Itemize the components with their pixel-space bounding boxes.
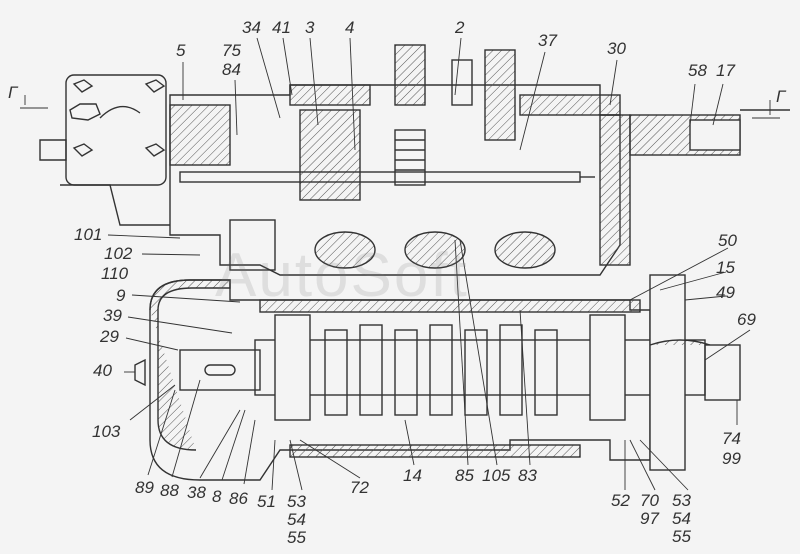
callout-41: 41 (272, 18, 291, 37)
callout-50: 50 (718, 231, 737, 250)
callout-38: 38 (187, 483, 206, 502)
section-marker-right: Г (776, 87, 786, 106)
callout-30: 30 (607, 39, 626, 58)
callout-97: 97 (640, 509, 659, 528)
callout-88: 88 (160, 481, 179, 500)
callout-74: 74 (722, 429, 741, 448)
callout-70: 70 (640, 491, 659, 510)
callout-86: 86 (229, 489, 248, 508)
callout-29: 29 (100, 327, 119, 346)
callout-84: 84 (222, 60, 241, 79)
callout-85: 85 (455, 466, 474, 485)
callout-5: 5 (176, 41, 186, 60)
callout-37: 37 (538, 31, 557, 50)
callout-75: 75 (222, 41, 241, 60)
callout-101: 101 (74, 225, 103, 244)
callout-4: 4 (345, 18, 355, 37)
callout-39: 39 (103, 306, 122, 325)
callout-49: 49 (716, 283, 735, 302)
callout-89: 89 (135, 478, 154, 497)
callout-8: 8 (212, 487, 222, 506)
callout-103: 103 (92, 422, 121, 441)
callout-54-right: 54 (672, 509, 691, 528)
callout-105: 105 (482, 466, 511, 485)
callout-102: 102 (104, 244, 133, 263)
callout-58: 58 (688, 61, 707, 80)
callout-17: 17 (716, 61, 735, 80)
callout-69: 69 (737, 310, 756, 329)
section-marker-left: Г (8, 83, 18, 102)
callout-51: 51 (257, 492, 276, 511)
callout-54-left: 54 (287, 510, 306, 529)
callout-3: 3 (305, 18, 315, 37)
callout-9: 9 (116, 286, 126, 305)
callout-83: 83 (518, 466, 537, 485)
watermark: AutoSoft (215, 241, 469, 310)
callout-110: 110 (101, 264, 129, 283)
callout-55-left: 55 (287, 528, 306, 547)
callout-55-right: 55 (672, 527, 691, 546)
callout-53-right: 53 (672, 491, 691, 510)
callout-2: 2 (455, 18, 465, 37)
callout-14: 14 (403, 466, 422, 485)
callout-99: 99 (722, 449, 741, 468)
callout-34: 34 (242, 18, 261, 37)
callout-15: 15 (716, 258, 735, 277)
callout-52: 52 (611, 491, 630, 510)
callout-53-left: 53 (287, 492, 306, 511)
governor-cover (65, 74, 167, 186)
callout-40: 40 (93, 361, 112, 380)
callout-72: 72 (350, 478, 369, 497)
